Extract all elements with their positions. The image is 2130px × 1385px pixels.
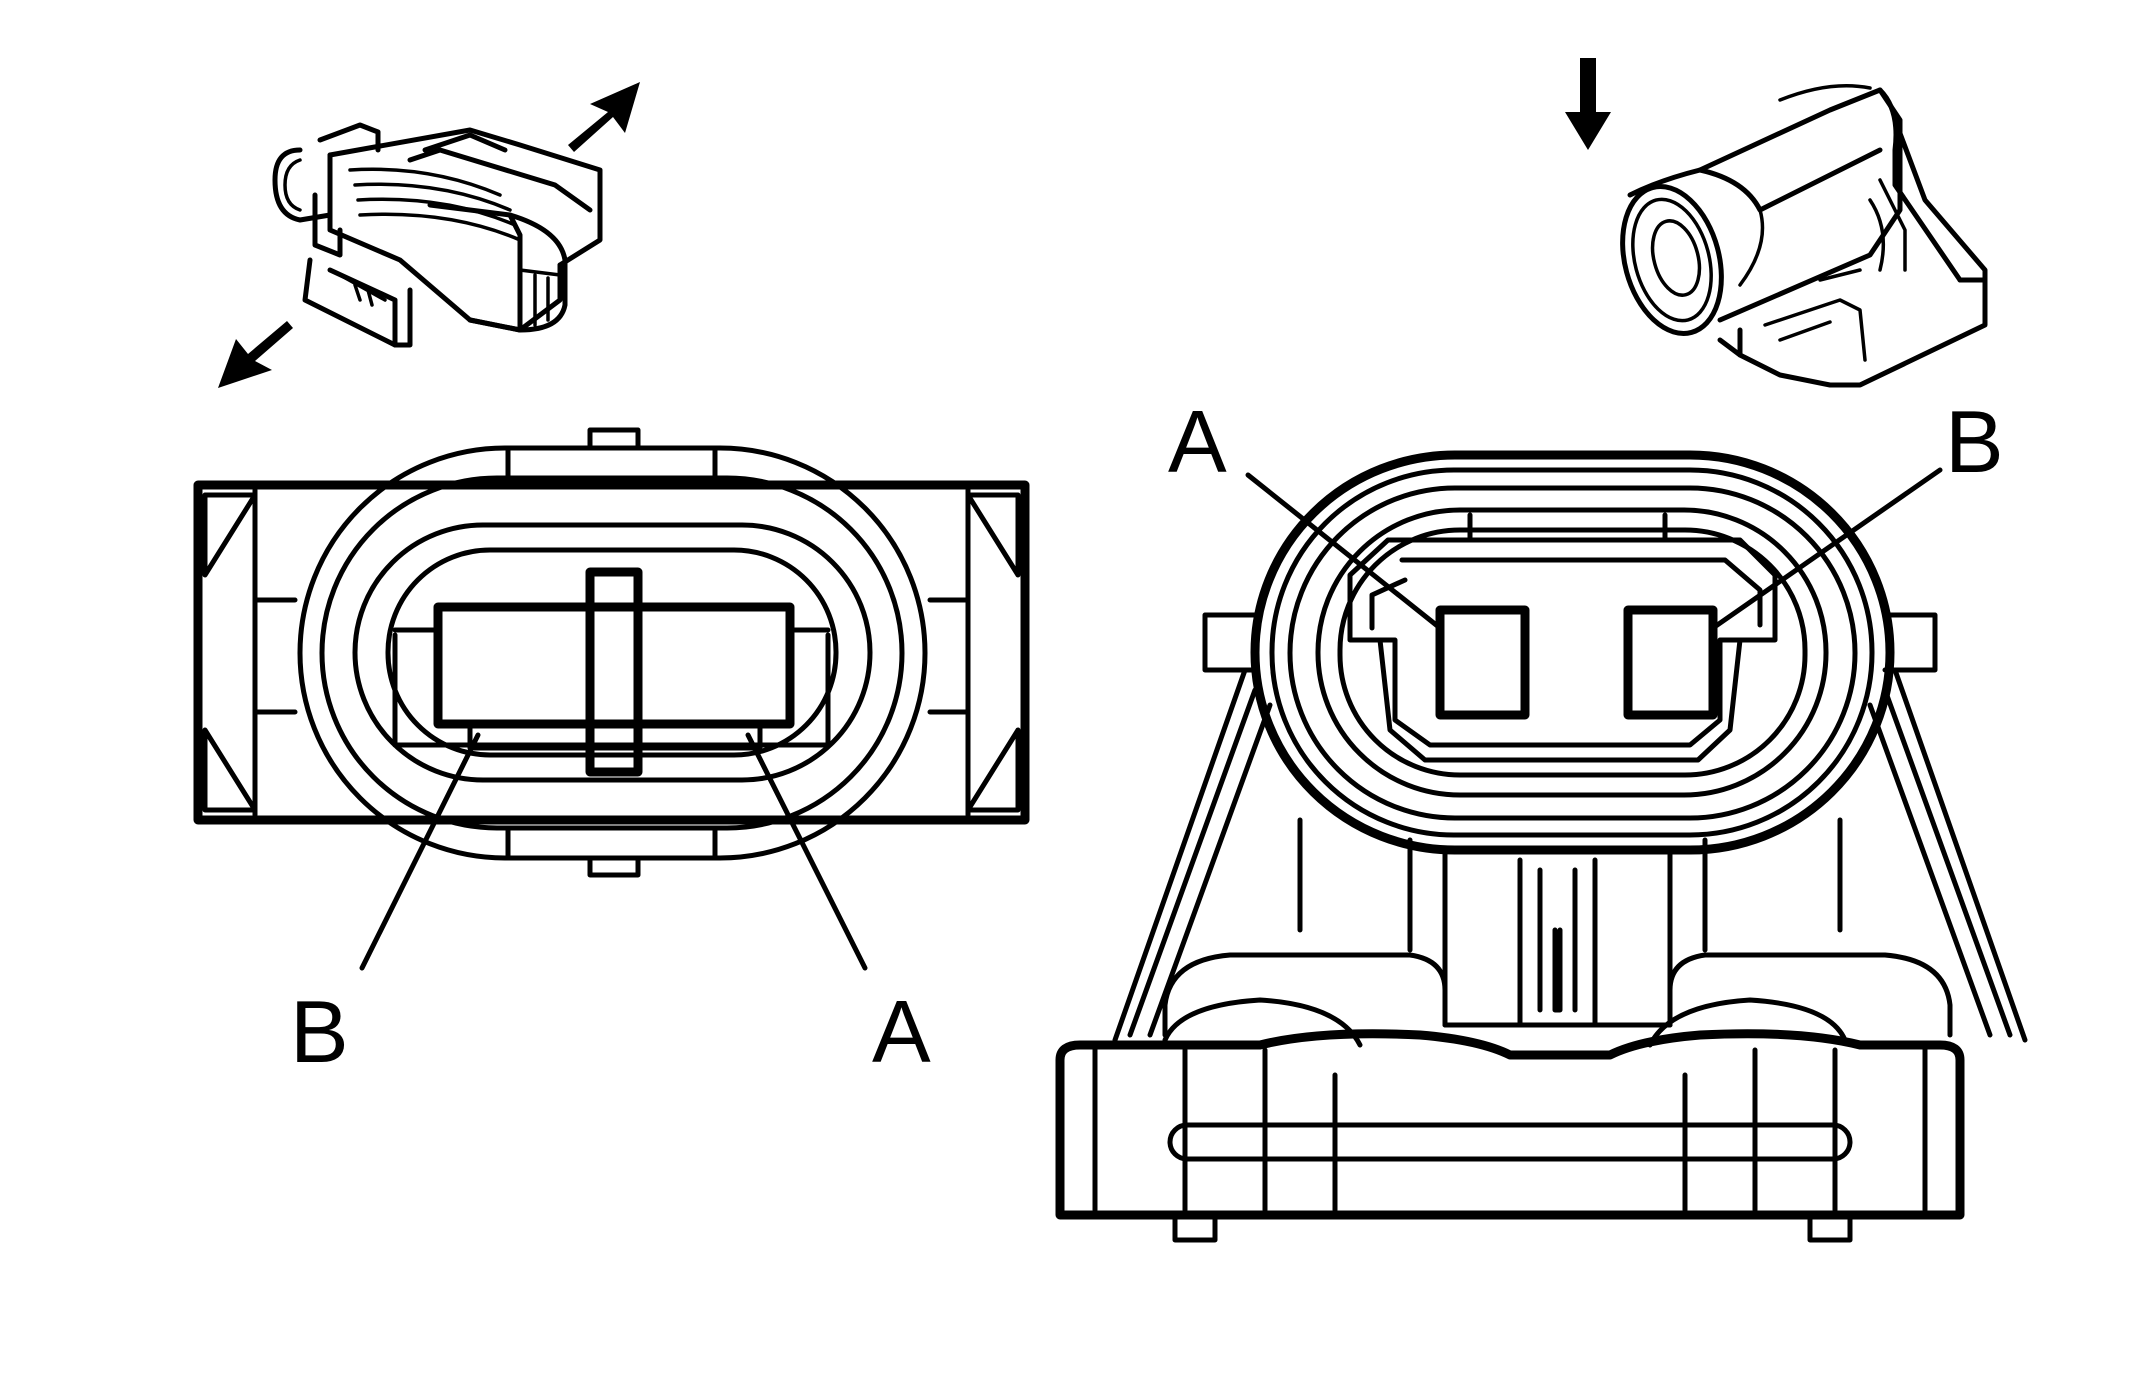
right-pin-b-label: B [1945,392,2004,491]
insert-arrow-down-icon [1565,58,1611,150]
disconnect-arrow-down-left-icon [218,321,293,388]
right-pin-a-leader-line [1245,472,1443,631]
pin-b-terminal [1623,605,1718,720]
right-pin-b-leader-line [1710,467,1943,631]
left-pin-a-leader-line [745,732,868,971]
pin-a-terminal [1435,605,1530,720]
left-pin-b-label: B [290,982,349,1081]
right-thumbnail-connector-icon [1620,83,1988,388]
right-connector-face-view [1055,450,2028,1243]
disconnect-arrow-up-right-icon [568,82,640,152]
left-thumbnail-connector-icon [272,122,603,348]
left-pin-a-label: A [872,982,931,1081]
left-pin-b-leader-line [359,732,481,971]
left-connector-face-view [193,427,1030,878]
right-pin-a-label: A [1168,392,1227,491]
